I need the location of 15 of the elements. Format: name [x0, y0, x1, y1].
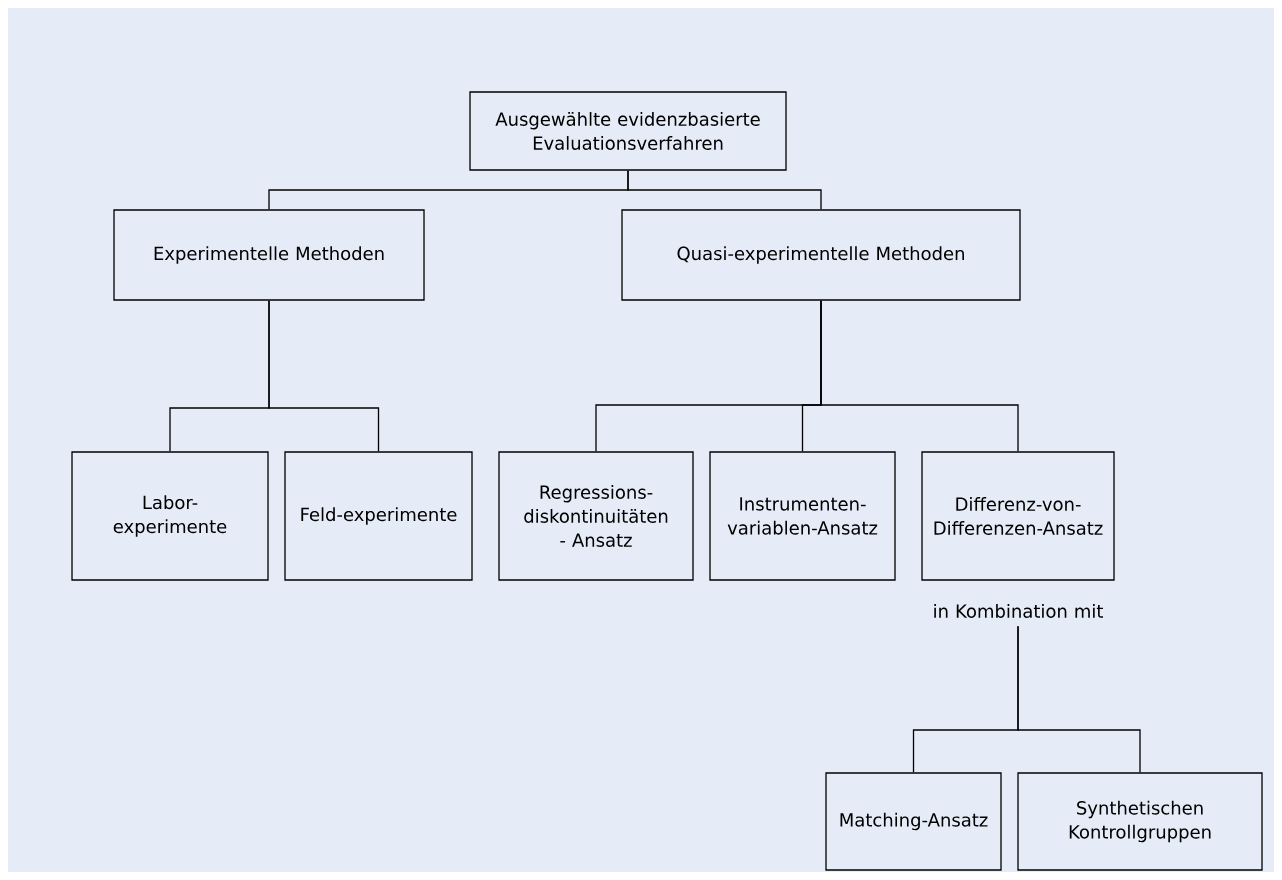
method-box: Labor-experimente	[71, 451, 269, 581]
method-box: Matching-Ansatz	[825, 772, 1002, 871]
method-box: Instrumenten-variablen-Ansatz	[709, 451, 896, 581]
method-box: Quasi-experimentelle Methoden	[621, 209, 1021, 301]
method-box: Regressions-diskontinuitäten - Ansatz	[498, 451, 694, 581]
connector-line	[1017, 625, 1141, 773]
connector-line	[627, 170, 822, 210]
connector-line	[268, 300, 380, 452]
method-box: Ausgewählte evidenzbasierte Evaluationsverfahren	[469, 91, 787, 171]
method-box: Feld-experimente	[284, 451, 473, 581]
method-box: Experimentelle Methoden	[113, 209, 425, 301]
method-box: Synthetischen Kontrollgruppen	[1017, 772, 1263, 871]
method-box: Differenz-von-Differenzen-Ansatz	[921, 451, 1115, 581]
connector-line	[820, 300, 1019, 452]
connector-label: in Kombination mit	[934, 604, 1103, 618]
